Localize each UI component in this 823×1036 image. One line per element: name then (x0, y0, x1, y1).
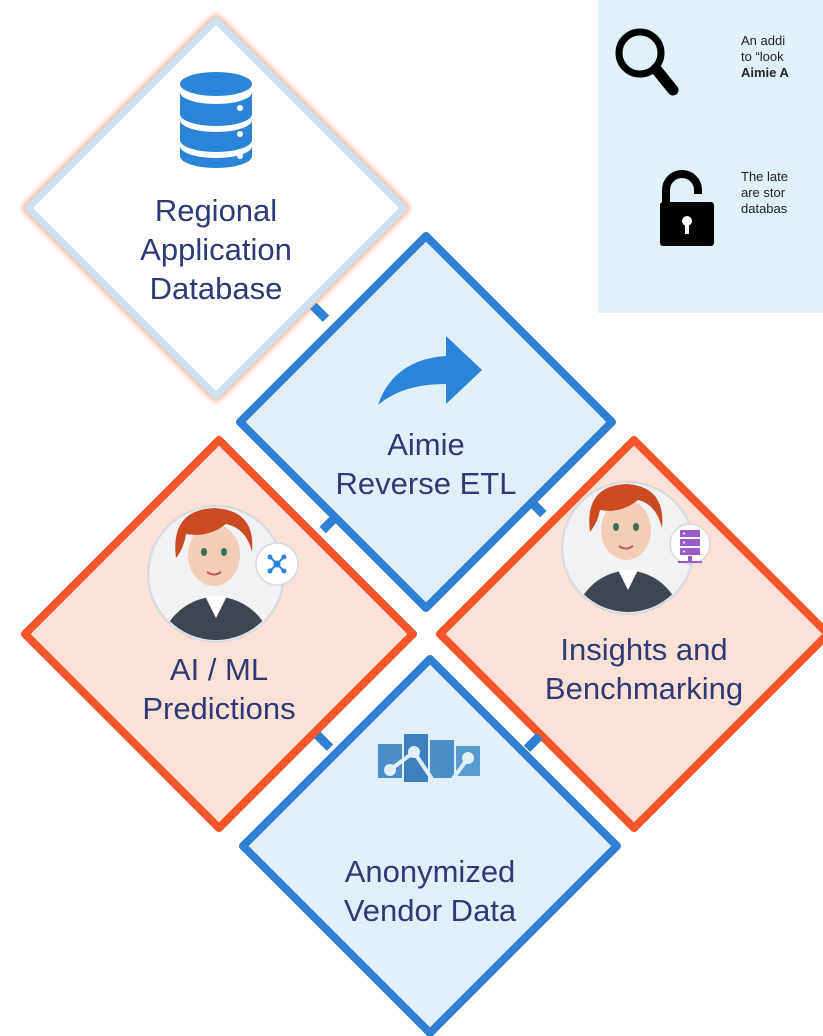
avatar-with-server-icon (669, 523, 711, 565)
ai-ml-label: AI / ML Predictions (142, 652, 296, 726)
database-diamond (22, 14, 410, 402)
info-item-2-text: The late are stor databas (741, 169, 788, 216)
etl-diamond (236, 232, 616, 612)
insights-label: Insights and Benchmarking (544, 632, 744, 706)
analytics-icon (378, 734, 480, 801)
vendor-diamond (239, 655, 621, 1036)
magnifier-icon (615, 28, 679, 96)
database-icon (180, 72, 252, 168)
info-panel: An addi to “look Aimie A The late are st… (598, 0, 823, 313)
curved-arrow-icon (378, 336, 482, 405)
connector-marks (310, 302, 547, 752)
etl-label: Aimie Reverse ETL (335, 427, 517, 501)
info-item-1-text: An addi to “look Aimie A (741, 33, 789, 80)
vendor-label: Anonymized Vendor Data (343, 854, 517, 928)
padlock-open-icon (660, 170, 714, 246)
avatar-with-network-icon (255, 542, 299, 586)
database-label: Regional Application Database (140, 193, 292, 306)
insights-diamond (436, 436, 823, 832)
